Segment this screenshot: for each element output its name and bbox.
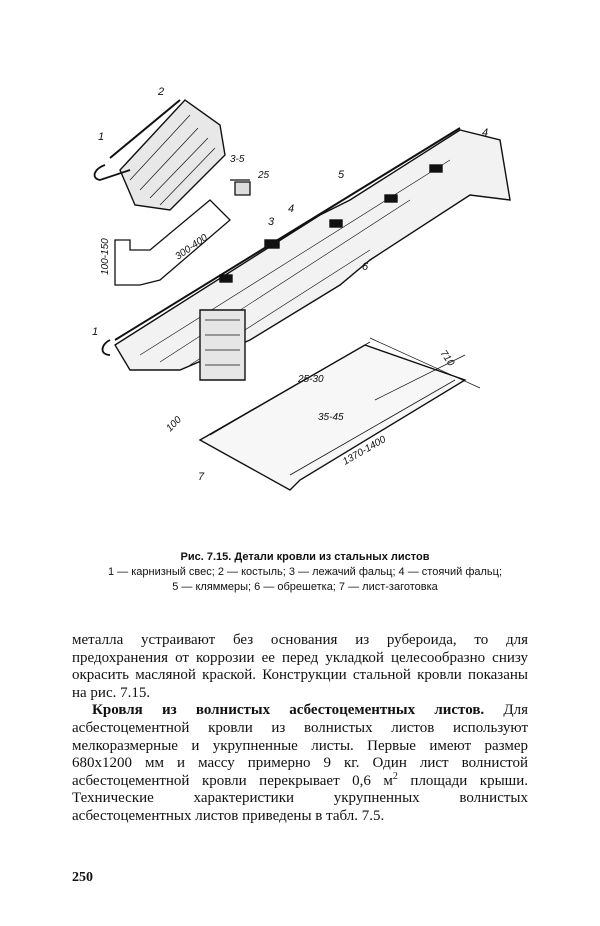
paragraph-2-superscript: 2 [392,770,398,782]
dim-710: 710 [438,348,457,368]
hook-detail [114,179,251,286]
paragraph-2: Кровля из волнистых асбестоцементных лис… [72,702,528,825]
roof-section [101,127,511,381]
dim-100: 100 [164,414,184,434]
figure-caption: Рис. 7.15. Детали кровли из стальных лис… [70,550,540,595]
label-4-mid: 4 [288,203,294,215]
caption-legend-line-1: 1 — карнизный свес; 2 — костыль; 3 — леж… [107,566,503,578]
roof-drawing: 1 2 3 4 4 5 6 1 7 3-5 25 300-400 100-150… [92,86,511,491]
label-5: 5 [338,169,345,181]
dim-3-5: 3-5 [230,154,245,165]
dim-300-400: 300-400 [173,232,210,262]
eaves-detail [93,99,226,211]
paragraph-2-heading: Кровля из волнистых асбестоцементных лис… [92,702,485,719]
label-1-top: 1 [98,131,104,143]
caption-title: Рис. 7.15. Детали кровли из стальных лис… [180,551,430,563]
dim-35-45: 35-45 [318,412,344,423]
label-6: 6 [362,261,369,273]
label-1-bottom: 1 [92,326,98,338]
label-4-top: 4 [482,127,488,139]
body-text: металла устраивают без основания из рубе… [72,632,528,826]
paragraph-2-text-b: площади крыши. Технические характеристик… [72,772,529,824]
page-number: 250 [72,870,93,885]
caption-legend-line-2: 5 — кляммеры; 6 — обрешетка; 7 — лист-за… [172,581,438,593]
roof-details-figure: 1 2 3 4 4 5 6 1 7 3-5 25 300-400 100-150… [70,70,540,545]
dim-25: 25 [257,170,270,181]
paragraph-2-text-a: Для асбестоцементной кровли из волнистых… [72,702,528,789]
paragraph-1: металла устраивают без основания из рубе… [72,632,528,701]
dim-100-150: 100-150 [100,238,111,275]
label-2: 2 [157,86,164,98]
dim-25-30: 25-30 [297,374,324,385]
label-3: 3 [268,216,275,228]
label-7: 7 [198,471,205,483]
sheet-blank [198,337,481,491]
